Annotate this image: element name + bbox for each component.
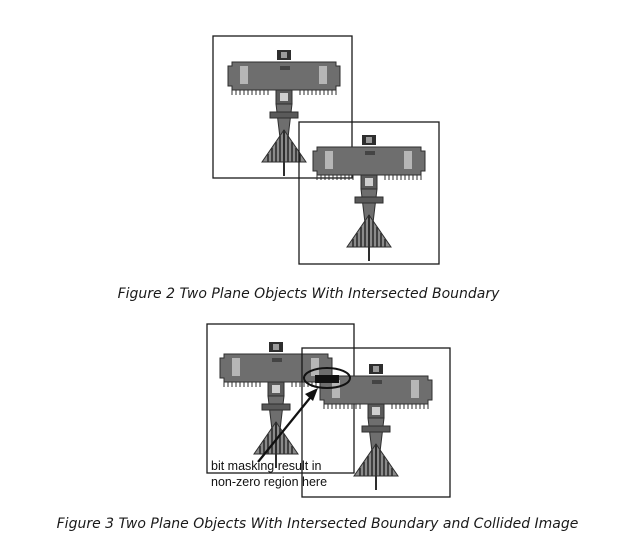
plane-a-bounding-box [212,35,353,179]
annotation-line-1: bit masking result in [211,459,322,473]
figure-2 [212,35,440,265]
collision-highlight-ellipse [303,367,351,389]
plane-b-bounding-box [298,121,440,265]
plane-d-bounding-box [301,347,451,498]
plane-c-sprite [219,341,333,469]
figure-3-caption: Figure 3 Two Plane Objects With Intersec… [56,516,579,532]
plane-b-sprite [312,134,426,262]
collision-region [315,375,339,383]
annotation-line-2: non-zero region here [211,475,327,489]
annotation-arrow-line [257,392,315,463]
figure-3: bit masking result in non-zero region he… [206,323,451,498]
annotation-arrowhead [305,388,318,401]
figure-2-caption: Figure 2 Two Plane Objects With Intersec… [117,286,500,302]
